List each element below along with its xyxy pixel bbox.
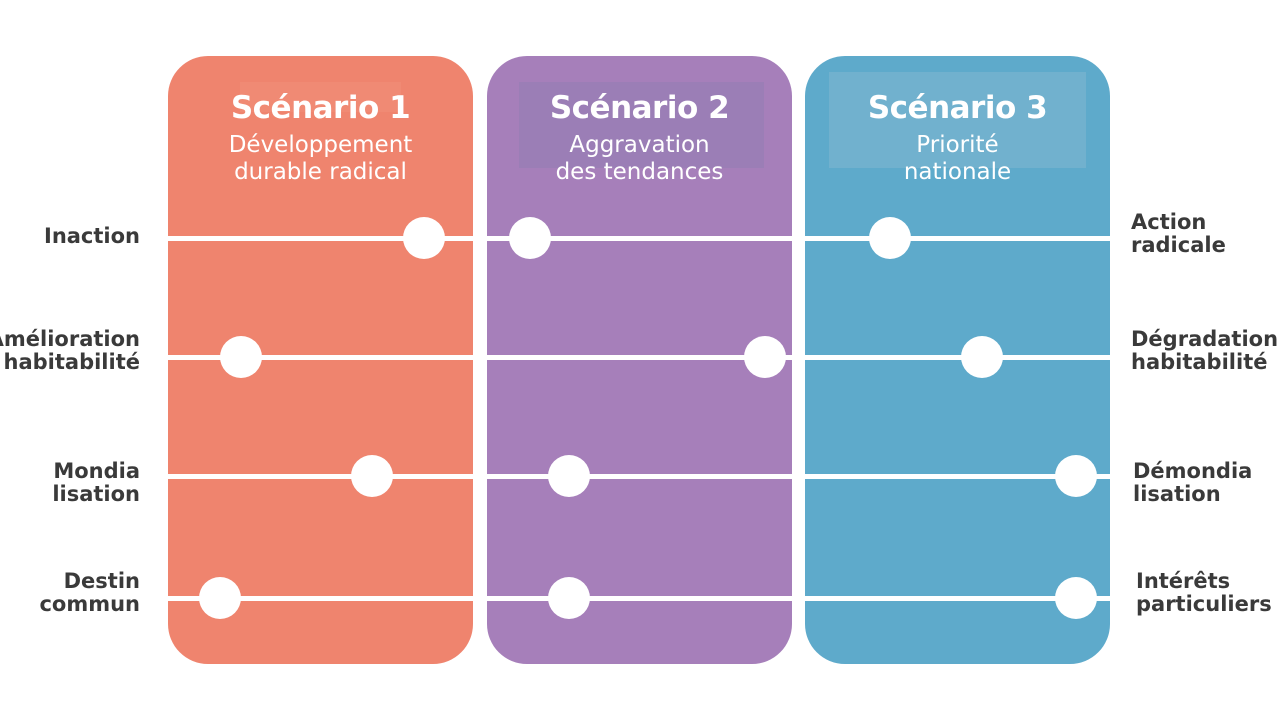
marker-axis-4-scenario-2 bbox=[548, 577, 591, 619]
marker-axis-1-scenario-3 bbox=[869, 217, 912, 259]
axis-2-right-label: Dégradation habitabilité bbox=[1131, 328, 1278, 374]
marker-axis-1-scenario-2 bbox=[508, 217, 551, 259]
axis-3-left-label-line2: lisation bbox=[52, 482, 140, 506]
scenario-3-subtitle-line1: Priorité bbox=[916, 132, 999, 158]
scenario-3-title-band bbox=[829, 72, 1086, 168]
scenario-1-subtitle-line1: Développement bbox=[228, 132, 413, 158]
scenario-3-subtitle-line2: nationale bbox=[903, 159, 1012, 185]
axis-4-left-label-line1: Destin bbox=[63, 569, 140, 593]
axis-2-right-label-line1: Dégradation bbox=[1131, 327, 1279, 351]
axis-1-right-label-line2: radicale bbox=[1131, 233, 1226, 257]
marker-axis-2-scenario-1 bbox=[220, 336, 263, 378]
axis-1-right-label: Action radicale bbox=[1131, 211, 1226, 257]
scenario-3-title: Scénario 3 bbox=[867, 90, 1048, 126]
scenario-1-subtitle-line2: durable radical bbox=[234, 159, 407, 185]
marker-axis-2-scenario-3 bbox=[960, 336, 1003, 378]
axis-3-left-label-line1: Mondia bbox=[53, 459, 140, 483]
axis-4-right-label-line1: Intérêts bbox=[1136, 569, 1231, 593]
marker-axis-3-scenario-2 bbox=[548, 455, 591, 497]
axis-4-right-label: Intérêts particuliers bbox=[1136, 570, 1272, 616]
scenario-1-subtitle: Développement durable radical bbox=[168, 132, 473, 186]
scenario-1-panel: Scénario 1 Développement durable radical bbox=[168, 56, 473, 664]
axis-3-right-label-line2: lisation bbox=[1133, 482, 1221, 506]
axis-4-right-label-line2: particuliers bbox=[1136, 592, 1272, 616]
scenario-2-subtitle: Aggravation des tendances bbox=[487, 132, 792, 186]
marker-axis-1-scenario-1 bbox=[403, 217, 446, 259]
scenario-3-subtitle: Priorité nationale bbox=[805, 132, 1110, 186]
marker-axis-3-scenario-3 bbox=[1055, 455, 1098, 497]
axis-line-mondialisation bbox=[168, 474, 1110, 479]
scenario-1-title: Scénario 1 bbox=[230, 90, 411, 126]
axis-2-left-label-line2: habitabilité bbox=[3, 350, 140, 374]
marker-axis-4-scenario-1 bbox=[198, 577, 241, 619]
marker-axis-2-scenario-2 bbox=[743, 336, 786, 378]
axis-1-right-label-line1: Action bbox=[1131, 210, 1207, 234]
axis-2-left-label: Amélioration habitabilité bbox=[0, 328, 140, 374]
axis-4-left-label-line2: commun bbox=[39, 592, 140, 616]
scenario-2-panel: Scénario 2 Aggravation des tendances bbox=[487, 56, 792, 664]
axis-line-destin-interets bbox=[168, 596, 1110, 601]
axis-1-left-label-line1: Inaction bbox=[44, 224, 140, 248]
marker-axis-4-scenario-3 bbox=[1055, 577, 1098, 619]
scenario-2-title-band bbox=[519, 82, 764, 168]
axis-2-left-label-line1: Amélioration bbox=[0, 327, 140, 351]
scenario-2-subtitle-line2: des tendances bbox=[555, 159, 724, 185]
scenario-3-panel: Scénario 3 Priorité nationale bbox=[805, 56, 1110, 664]
scenario-2-title: Scénario 2 bbox=[549, 90, 730, 126]
scenario-2-subtitle-line1: Aggravation bbox=[569, 132, 710, 158]
axis-4-left-label: Destin commun bbox=[39, 570, 140, 616]
axis-line-habitabilite bbox=[168, 355, 1110, 360]
axis-3-right-label-line1: Démondia bbox=[1133, 459, 1253, 483]
axis-line-inaction-action bbox=[168, 236, 1110, 241]
scenario-1-title-band bbox=[240, 82, 401, 112]
axis-3-left-label: Mondia lisation bbox=[52, 460, 140, 506]
marker-axis-3-scenario-1 bbox=[351, 455, 394, 497]
axis-2-right-label-line2: habitabilité bbox=[1131, 350, 1268, 374]
axis-3-right-label: Démondia lisation bbox=[1133, 460, 1252, 506]
axis-1-left-label: Inaction bbox=[44, 225, 140, 248]
